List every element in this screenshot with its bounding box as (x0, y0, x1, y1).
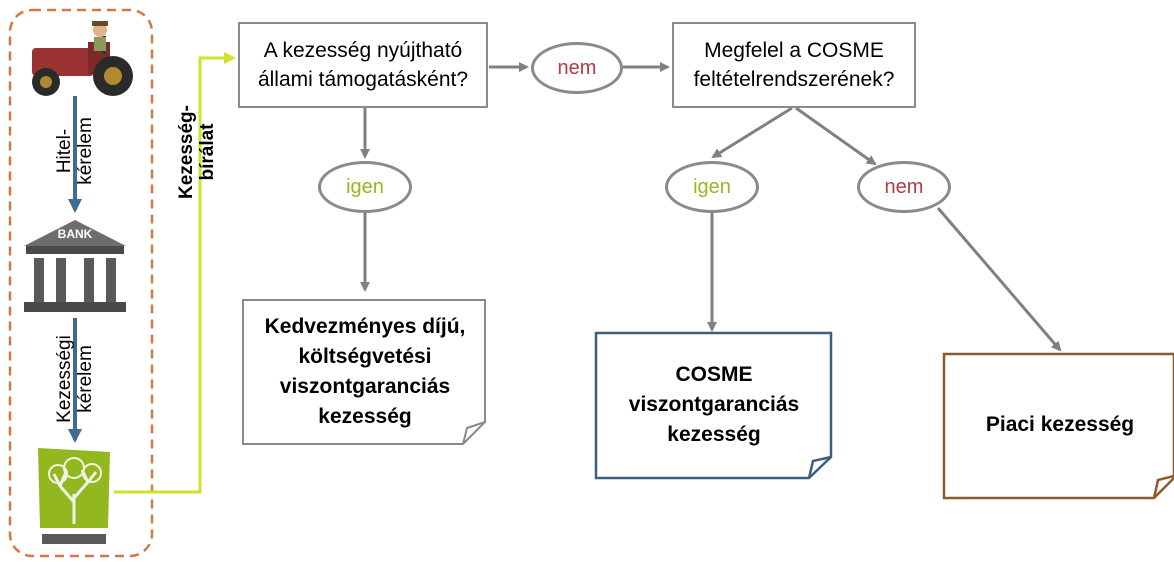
bank-building-icon: BANK (20, 216, 130, 316)
arrow-q2-to-no (795, 106, 877, 166)
budget-note-shape (242, 299, 486, 445)
cosme-no-oval: nem (857, 161, 951, 213)
guarantee-request-label: Kezességi kérelem (54, 335, 96, 423)
cosme-note-shape (594, 331, 833, 480)
bank-sign-text: BANK (57, 227, 93, 241)
cosme-yes-oval: igen (665, 161, 759, 213)
market-guarantee-outcome: Piaci kezesség (985, 413, 1135, 436)
state-aid-yes-oval: igen (318, 161, 412, 213)
cosme-question-text: Megfelel a COSME feltételrendszerének? (693, 39, 895, 91)
budget-guarantee-outcome: Kedvezményes díjú, költségvetési viszont… (264, 315, 466, 428)
state-aid-question-box: A kezesség nyújtható állami támogatáskén… (238, 22, 488, 108)
cosme-guarantee-outcome: COSME viszontgaranciás kezesség (628, 363, 800, 446)
cosme-question-box: Megfelel a COSME feltételrendszerének? (672, 22, 916, 108)
guarantee-review-label: Kezesség- bírálat (176, 105, 218, 199)
farmer-tractor-icon (18, 18, 136, 100)
state-aid-question-text: A kezesség nyújtható állami támogatáskén… (257, 39, 469, 91)
arrow-q2-to-yes (711, 106, 793, 159)
actor-frame (8, 8, 154, 558)
tree-logo-icon (36, 446, 112, 550)
guarantee-review-line (114, 52, 236, 494)
state-aid-no-oval: nem (531, 42, 623, 94)
market-note-shape (942, 352, 1174, 500)
arrow-no-to-market (936, 207, 1062, 352)
credit-request-label: Hitel- kérelem (54, 117, 96, 185)
